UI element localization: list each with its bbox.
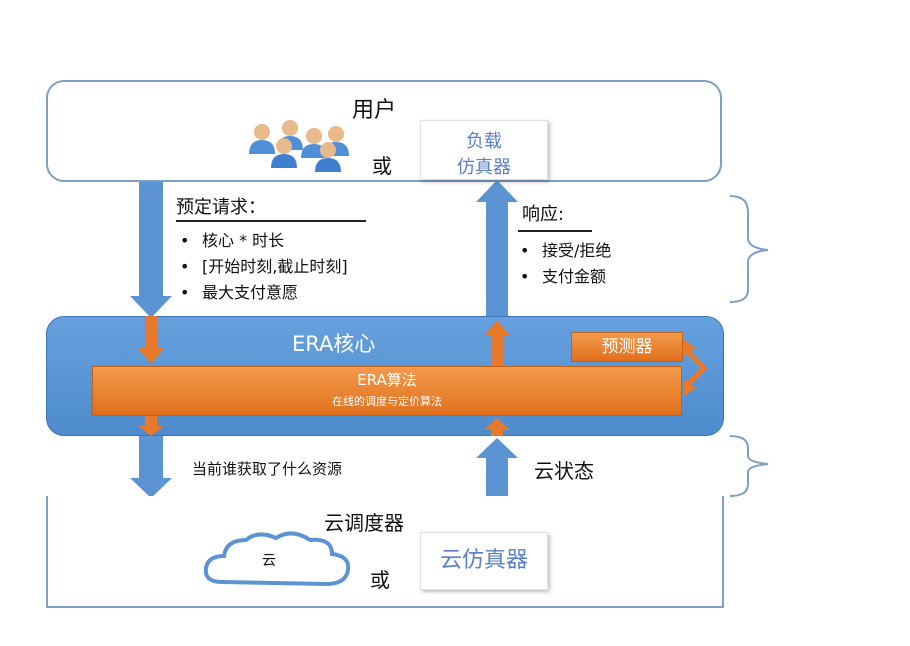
response-underline — [518, 230, 592, 232]
cloud-scheduler-box — [46, 496, 724, 608]
request-title: 预定请求： — [176, 197, 266, 218]
state-up-arrow — [476, 438, 518, 496]
request-item: 最大支付意愿 — [176, 280, 348, 306]
workload-simulator-line1: 负载 — [466, 131, 502, 152]
workload-simulator-line2: 仿真器 — [457, 157, 511, 178]
request-item: [开始时刻,截止时刻] — [176, 254, 348, 280]
predictor-loop-arrow — [682, 346, 708, 390]
request-item: 核心 * 时长 — [176, 228, 348, 254]
cloud-scheduler-title: 云调度器 — [324, 511, 404, 535]
era-algorithm-subtitle: 在线的调度与定价算法 — [332, 395, 442, 408]
cloud-state-label: 云状态 — [534, 459, 594, 483]
request-list: 核心 * 时长 [开始时刻,截止时刻] 最大支付意愿 — [176, 228, 348, 306]
user-title: 用户 — [352, 98, 397, 123]
request-underline — [176, 220, 366, 222]
cloud-label: 云 — [262, 553, 276, 569]
request-down-arrow — [130, 182, 172, 318]
response-brace — [729, 195, 769, 303]
workload-simulator-box: 负载 仿真器 — [420, 120, 548, 180]
response-title: 响应: — [522, 204, 565, 225]
dispatch-label: 当前谁获取了什么资源 — [192, 460, 343, 478]
era-algorithm-title: ERA算法 — [357, 371, 417, 389]
state-brace — [729, 435, 769, 497]
user-or-text: 或 — [372, 154, 392, 178]
era-algorithm-bar — [92, 366, 682, 416]
user-box — [46, 80, 722, 182]
response-list: 接受/拒绝 支付金额 — [516, 238, 611, 290]
dispatch-down-arrow — [130, 436, 172, 498]
response-up-arrow — [476, 180, 518, 316]
core-out-arrow — [484, 320, 510, 366]
era-core-title: ERA核心 — [292, 332, 376, 356]
response-item: 接受/拒绝 — [516, 238, 611, 264]
predictor-box: 预测器 — [571, 332, 683, 362]
cloud-simulator-box: 云仿真器 — [420, 532, 548, 590]
algo-up-arrow — [484, 418, 510, 436]
scheduler-or-text: 或 — [370, 568, 390, 592]
response-item: 支付金额 — [516, 264, 611, 290]
algo-down-arrow — [138, 416, 164, 436]
core-in-arrow — [138, 316, 164, 364]
